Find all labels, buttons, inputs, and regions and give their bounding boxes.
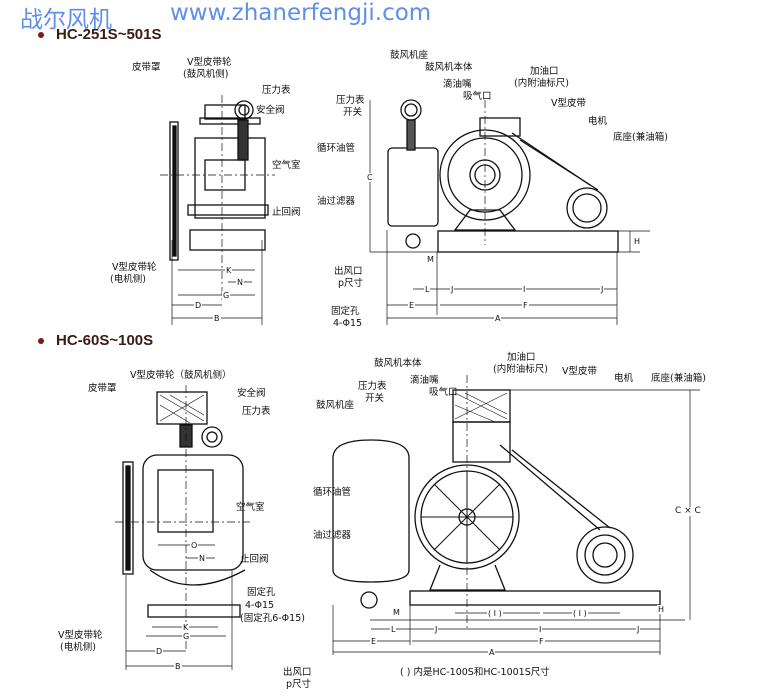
label-fix-hole-sub: 4-Φ15 bbox=[333, 318, 363, 329]
label-oil-inlet: 加油口 bbox=[507, 352, 536, 363]
label-fix-hole-alt: (固定孔6-Φ15) bbox=[240, 613, 305, 624]
dim-M: M bbox=[392, 608, 401, 617]
dim-F: F bbox=[522, 301, 529, 310]
label-pulley-motor-sub: (电机侧) bbox=[60, 642, 96, 653]
dim-C: C bbox=[366, 173, 374, 182]
dim-E: E bbox=[408, 301, 416, 310]
label-check-valve: 止回阀 bbox=[240, 554, 269, 565]
bottom-front-view-drawing bbox=[332, 375, 700, 655]
dim-D: D bbox=[194, 301, 203, 310]
label-air-chamber: 空气室 bbox=[236, 502, 265, 513]
label-safety-valve: 安全阀 bbox=[237, 388, 266, 399]
dim-I: I bbox=[538, 625, 543, 634]
label-gauge-switch-sub: 开关 bbox=[365, 393, 385, 404]
dim-H: H bbox=[657, 605, 666, 614]
label-motor: 电机 bbox=[614, 373, 634, 384]
label-gauge: 压力表 bbox=[262, 85, 291, 96]
dim-K: K bbox=[225, 266, 233, 275]
label-safety-valve: 安全阀 bbox=[256, 105, 285, 116]
label-air-chamber: 空气室 bbox=[272, 160, 301, 171]
label-outlet-sub: p尺寸 bbox=[338, 278, 364, 289]
label-pulley-blower: V型皮带轮 bbox=[187, 57, 232, 68]
label-outlet: 出风口 bbox=[334, 266, 363, 277]
dim-I-paren-2: ( I ) bbox=[572, 609, 588, 618]
dim-G: G bbox=[222, 291, 231, 300]
label-oil-filter: 油过滤器 bbox=[313, 530, 352, 541]
label-oil-inlet: 加油口 bbox=[530, 66, 559, 77]
dim-J2: J bbox=[636, 625, 641, 634]
caption-note: ( ) 内是HC-100S和HC-1001S尺寸 bbox=[400, 667, 550, 678]
label-pulley-blower: V型皮带轮（鼓风机侧） bbox=[130, 370, 232, 381]
label-oil-pipe: 循环油管 bbox=[313, 487, 352, 498]
dim-N: N bbox=[236, 278, 244, 287]
dim-M: M bbox=[426, 255, 435, 264]
model-heading-top: HC-251S~501S bbox=[38, 26, 161, 43]
label-outlet-sub: p尺寸 bbox=[286, 679, 312, 690]
label-blower-body: 鼓风机本体 bbox=[425, 62, 473, 73]
label-drip-nozzle: 滴油嘴 bbox=[443, 79, 472, 90]
label-pulley-motor-sub: (电机侧) bbox=[110, 274, 146, 285]
dim-D: D bbox=[155, 647, 164, 656]
label-pulley-motor: V型皮带轮 bbox=[58, 630, 103, 641]
dim-C: C × C bbox=[674, 506, 702, 516]
label-fix-hole: 固定孔 bbox=[247, 587, 276, 598]
label-pulley-motor: V型皮带轮 bbox=[112, 262, 157, 273]
label-blower-base: 鼓风机座 bbox=[390, 50, 429, 61]
top-front-view-drawing bbox=[369, 99, 650, 325]
label-blower-body: 鼓风机本体 bbox=[374, 358, 422, 369]
dim-O: O bbox=[190, 541, 199, 550]
label-motor: 电机 bbox=[588, 116, 608, 127]
model-label: HC-60S~100S bbox=[56, 332, 154, 349]
label-oil-inlet-sub: (内附油标尺) bbox=[514, 78, 569, 89]
dim-B: B bbox=[213, 314, 221, 323]
label-intake: 吸气口 bbox=[429, 387, 458, 398]
label-gauge-switch: 压力表 bbox=[358, 381, 387, 392]
dim-I-paren-1: ( I ) bbox=[487, 609, 503, 618]
label-base: 底座(兼油箱) bbox=[613, 132, 668, 143]
dim-L: L bbox=[390, 625, 397, 634]
dim-L: L bbox=[424, 285, 431, 294]
label-pulley-blower-sub: (鼓风机侧) bbox=[183, 69, 229, 80]
dim-N: N bbox=[198, 554, 206, 563]
bullet-icon bbox=[38, 338, 44, 345]
brand-name: 战尔风机 bbox=[20, 7, 112, 33]
dim-A: A bbox=[488, 648, 496, 657]
label-oil-inlet-sub: (内附油标尺) bbox=[493, 364, 548, 375]
dim-E: E bbox=[370, 637, 378, 646]
dim-F: F bbox=[538, 637, 545, 646]
label-oil-filter: 油过滤器 bbox=[317, 196, 356, 207]
label-v-belt: V型皮带 bbox=[551, 98, 586, 109]
brand-url[interactable]: www.zhanerfengji.com bbox=[170, 0, 432, 26]
dim-J1: J bbox=[450, 285, 455, 294]
label-oil-pipe: 循环油管 bbox=[317, 143, 356, 154]
model-heading-bottom: HC-60S~100S bbox=[38, 332, 153, 349]
label-gauge-switch: 压力表 bbox=[336, 95, 365, 106]
dim-J1: J bbox=[434, 625, 439, 634]
label-v-belt: V型皮带 bbox=[562, 366, 597, 377]
dim-A: A bbox=[494, 314, 502, 323]
dim-G: G bbox=[182, 632, 191, 641]
label-belt-cover: 皮带罩 bbox=[88, 383, 117, 394]
label-intake: 吸气口 bbox=[463, 91, 492, 102]
label-fix-hole-sub: 4-Φ15 bbox=[245, 600, 275, 611]
label-gauge: 压力表 bbox=[242, 406, 271, 417]
dim-K: K bbox=[182, 623, 190, 632]
label-gauge-switch-sub: 开关 bbox=[343, 107, 363, 118]
label-base: 底座(兼油箱) bbox=[651, 373, 706, 384]
label-drip-nozzle: 滴油嘴 bbox=[410, 375, 439, 386]
bottom-side-view-drawing bbox=[115, 385, 250, 670]
label-belt-cover: 皮带罩 bbox=[132, 62, 161, 73]
top-side-view-drawing bbox=[160, 95, 275, 325]
label-fix-hole: 固定孔 bbox=[331, 306, 360, 317]
label-outlet: 出风口 bbox=[283, 667, 312, 678]
bullet-icon bbox=[38, 32, 44, 39]
dim-I: I bbox=[522, 285, 527, 294]
label-check-valve: 止回阀 bbox=[272, 207, 301, 218]
label-blower-base: 鼓风机座 bbox=[316, 400, 355, 411]
dim-J2: J bbox=[600, 285, 605, 294]
model-label: HC-251S~501S bbox=[56, 26, 162, 43]
dim-B: B bbox=[174, 662, 182, 671]
dim-H: H bbox=[633, 237, 642, 246]
